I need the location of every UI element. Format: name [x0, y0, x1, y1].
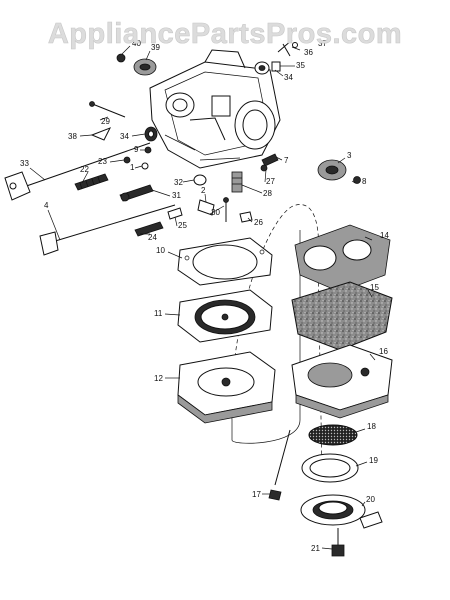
label-28: 28: [263, 189, 272, 198]
label-32: 32: [174, 178, 183, 187]
label-22: 22: [80, 165, 89, 174]
part-26-spring: [239, 211, 253, 223]
label-8: 8: [362, 177, 367, 186]
label-21: 21: [311, 544, 320, 553]
part-7-27-screw: [260, 153, 279, 172]
part-31-mixture-screw: [119, 184, 154, 202]
part-29-pin: [89, 101, 126, 118]
part-4-choke-shaft: [39, 204, 176, 256]
part-25-spring: [167, 207, 183, 220]
part-33-throttle-shaft: [4, 142, 151, 201]
part-19-gasket: [301, 453, 359, 483]
part-18-screen: [308, 424, 358, 446]
label-30: 30: [211, 208, 220, 217]
label-1: 1: [130, 163, 135, 172]
label-11: 11: [154, 309, 163, 318]
part-2-screw: [197, 199, 215, 216]
part-16-pump-body: [291, 344, 393, 419]
part-24-screw: [134, 221, 164, 237]
part-35-34-bushing: [254, 61, 281, 75]
label-10: 10: [156, 246, 165, 255]
label-26: 26: [254, 218, 263, 227]
label-24: 24: [148, 233, 157, 242]
label-36: 36: [304, 48, 313, 57]
label-20: 20: [366, 495, 375, 504]
part-10-gasket: [177, 237, 273, 286]
leader-lines: [29, 45, 376, 550]
carburetor-body: [149, 49, 281, 169]
part-32-spring: [193, 174, 207, 186]
part-1-needle: [141, 162, 149, 170]
label-39: 39: [151, 43, 160, 52]
label-9: 9: [134, 145, 139, 154]
part-11-diaphragm: [177, 289, 273, 343]
label-19: 19: [369, 456, 378, 465]
label-33: 33: [20, 159, 29, 168]
label-37: 37: [318, 39, 327, 48]
part-30-screw: [223, 197, 229, 222]
label-35: 35: [296, 61, 305, 70]
part-8-screw: [353, 176, 361, 184]
label-34-top: 34: [284, 73, 293, 82]
part-3-choke-plate: [317, 159, 347, 181]
part-number-labels: 40 39 36 37 35 34 29 38 34 33 23 22 9 1 …: [20, 39, 389, 553]
part-21-screw: [331, 528, 345, 557]
label-27: 27: [266, 177, 275, 186]
part-17-screw: [268, 429, 291, 501]
part-22-idle-screw: [74, 173, 109, 191]
label-40: 40: [132, 39, 141, 48]
label-31: 31: [172, 191, 181, 200]
part-14-gasket: [294, 224, 391, 293]
label-18: 18: [367, 422, 376, 431]
label-17: 17: [252, 490, 261, 499]
part-38-lever: [90, 127, 112, 141]
label-25: 25: [178, 221, 187, 230]
label-38: 38: [68, 132, 77, 141]
label-16: 16: [379, 347, 388, 356]
part-15-pump-diaphragm: [291, 281, 393, 351]
label-34-left: 34: [120, 132, 129, 141]
label-3: 3: [347, 151, 352, 160]
label-23: 23: [98, 157, 107, 166]
part-36-37-spring-clip: [277, 39, 298, 57]
part-28-fitting: [231, 171, 243, 193]
label-14: 14: [380, 231, 389, 240]
dashed-guide-line: [231, 204, 323, 471]
label-7: 7: [284, 156, 289, 165]
label-4: 4: [44, 201, 49, 210]
watermark-text: AppliancePartsPros.com: [47, 18, 403, 51]
part-34-bushing-left: [144, 126, 158, 142]
part-39-throttle-plate: [133, 58, 157, 76]
label-29: 29: [101, 117, 110, 126]
label-15: 15: [370, 283, 379, 292]
part-40-screw: [116, 53, 126, 63]
label-2: 2: [201, 186, 206, 195]
label-12: 12: [154, 374, 163, 383]
part-9-plug: [144, 146, 152, 154]
part-12-metering-cover: [177, 351, 276, 424]
part-20-inlet-cover: [300, 494, 383, 529]
